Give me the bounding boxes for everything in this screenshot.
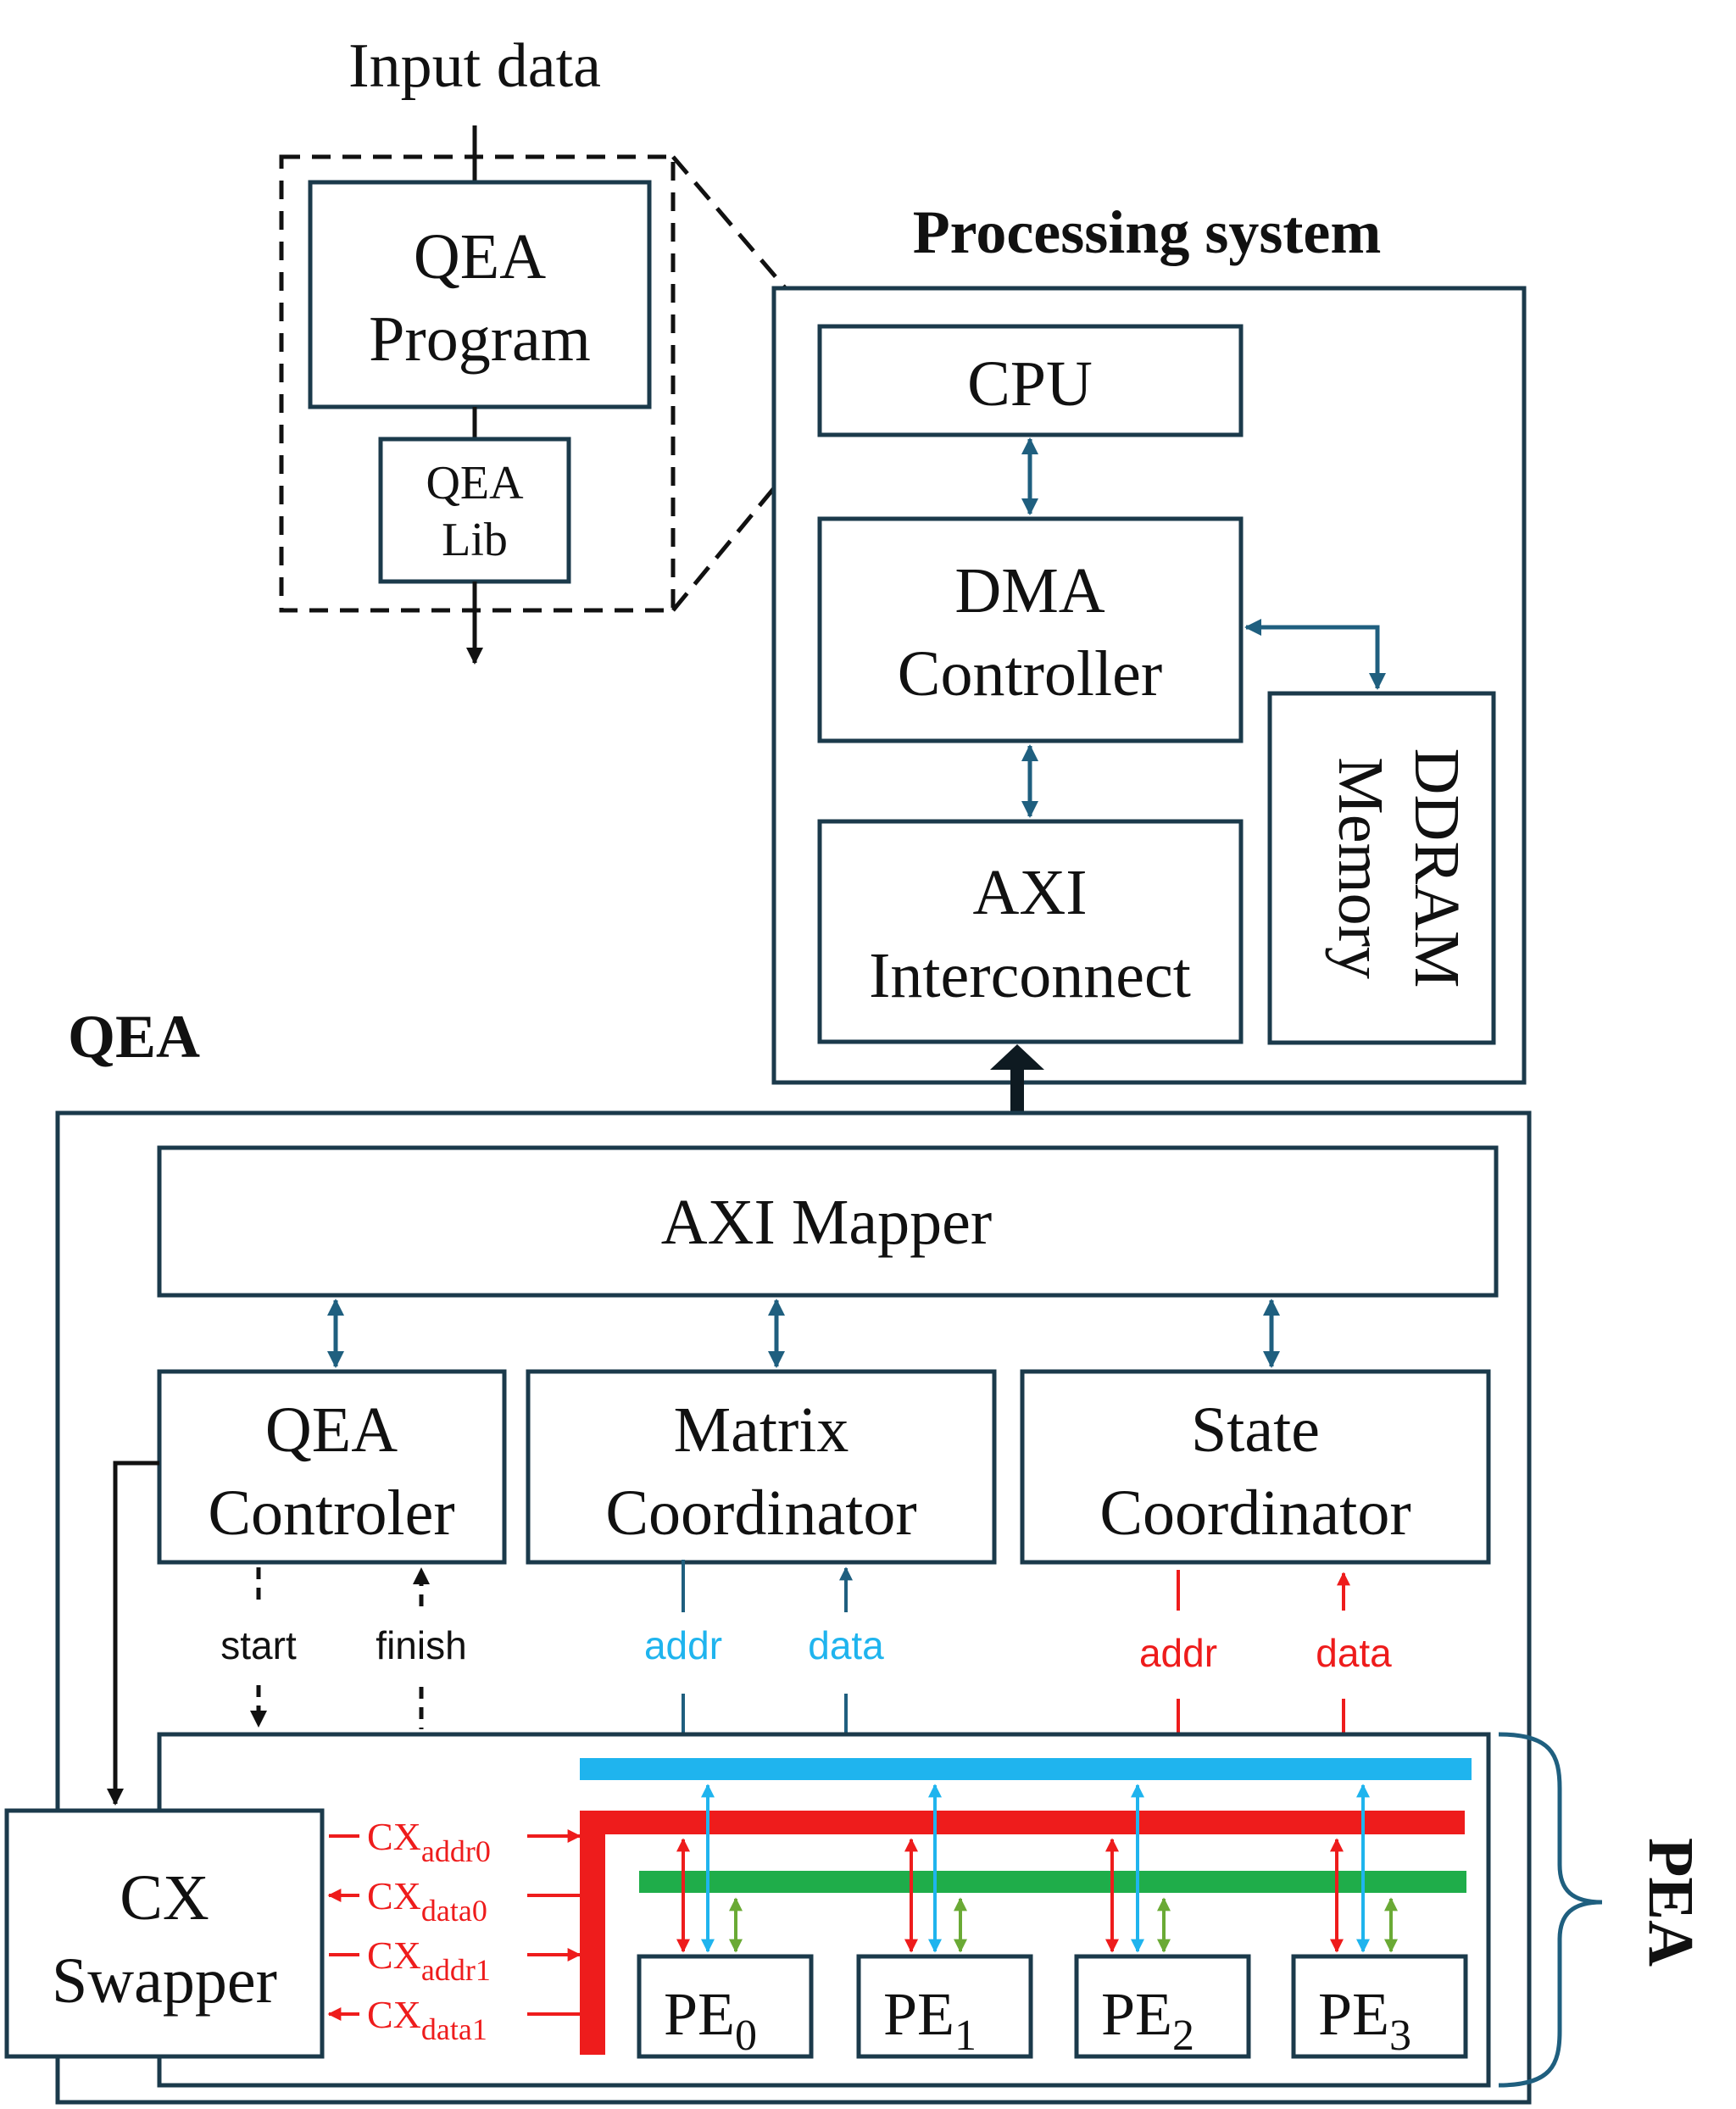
- pe0-bus-arrows: [676, 1783, 743, 1953]
- qea-program-label-line2: Program: [369, 303, 591, 375]
- start-label: start: [220, 1623, 297, 1667]
- processing-system-title: Processing system: [913, 198, 1382, 266]
- qea-controller-label-line2: Controler: [208, 1477, 454, 1549]
- cx-signal-bus: [580, 1811, 605, 2055]
- state-coordinator-label-line2: Coordinator: [1099, 1477, 1410, 1549]
- pe-neighbor-bus: [639, 1871, 1466, 1893]
- dma-controller-box: [817, 516, 1244, 743]
- axi-bus-arrow-up: [990, 1044, 1044, 1070]
- cx-swapper-label-line2: Swapper: [52, 1945, 277, 2017]
- ddram-memory-box: [1267, 691, 1496, 1045]
- matrix-coordinator-label-line1: Matrix: [674, 1394, 849, 1466]
- dma-ddram-link: [1244, 619, 1386, 690]
- finish-label: finish: [376, 1623, 466, 1667]
- pe3-bus-arrows: [1330, 1783, 1398, 1953]
- qea-lib-label-line2: Lib: [442, 514, 508, 566]
- pe3-label: PE3: [1318, 1980, 1411, 2060]
- axi-mapper-label: AXI Mapper: [661, 1187, 992, 1258]
- pe1-bus-arrows: [904, 1783, 967, 1953]
- state-coordinator-label-line1: State: [1191, 1394, 1320, 1466]
- qea-controller-box: [157, 1369, 507, 1565]
- pe2-bus-arrows: [1105, 1783, 1171, 1953]
- ddram-label-line1: DDRAM: [1401, 748, 1472, 988]
- dma-label-line2: Controller: [898, 638, 1162, 709]
- qea-lib-box: [378, 437, 571, 584]
- cpu-label: CPU: [967, 348, 1093, 420]
- matrix-addr-label: addr: [644, 1623, 722, 1667]
- controller-cx-link: [107, 1461, 159, 1806]
- qea-controller-label-line1: QEA: [265, 1394, 398, 1466]
- svg-text:CXaddr1: CXaddr1: [367, 1934, 491, 1987]
- cx-addr1-signal: CXaddr1: [329, 1934, 581, 1987]
- cx-swapper-box: [4, 1808, 325, 2059]
- cpu-box: [817, 324, 1244, 437]
- qea-lib-label-line1: QEA: [426, 457, 524, 509]
- svg-text:CXaddr0: CXaddr0: [367, 1815, 491, 1868]
- state-addr-label: addr: [1139, 1631, 1217, 1675]
- qea-program-label-line1: QEA: [414, 221, 546, 292]
- matrix-coordinator-label-line2: Coordinator: [605, 1477, 916, 1549]
- matrix-data-bus: [580, 1758, 1472, 1780]
- state-data-bus: [580, 1811, 1465, 1834]
- axi-interconnect-box: [817, 819, 1244, 1044]
- axi-interconnect-label-line2: Interconnect: [869, 940, 1191, 1011]
- axi-mapper-box: [157, 1145, 1499, 1298]
- qea-title: QEA: [68, 1003, 200, 1071]
- pe3-box: [1291, 1954, 1468, 2059]
- cx-addr0-signal: CXaddr0: [329, 1815, 581, 1868]
- cx-data0-signal: CXdata0: [327, 1874, 580, 1928]
- pe1-box: [856, 1954, 1033, 2059]
- state-coordinator-box: [1020, 1369, 1491, 1565]
- pe0-box: [637, 1954, 814, 2059]
- pe1-label: PE1: [883, 1980, 976, 2060]
- host-software-dashed-frame: [279, 154, 676, 613]
- pea-brace: [1498, 1732, 1603, 2088]
- pea-label: PEA: [1635, 1838, 1706, 1967]
- axi-interconnect-label-line1: AXI: [972, 857, 1087, 928]
- pe2-box: [1074, 1954, 1251, 2059]
- pea-frame: [157, 1732, 1491, 2088]
- pe0-label: PE0: [664, 1980, 757, 2060]
- matrix-coordinator-box: [526, 1369, 997, 1565]
- pe2-label: PE2: [1101, 1980, 1194, 2060]
- svg-text:CXdata0: CXdata0: [367, 1874, 487, 1928]
- cx-swapper-label-line1: CX: [120, 1862, 209, 1934]
- ddram-label-line2: Memory: [1325, 757, 1396, 979]
- dma-label-line1: DMA: [954, 555, 1104, 626]
- matrix-data-label: data: [808, 1623, 884, 1667]
- cx-data1-signal: CXdata1: [327, 1993, 580, 2046]
- state-data-label: data: [1316, 1631, 1392, 1675]
- svg-text:CXdata1: CXdata1: [367, 1993, 487, 2046]
- qea-program-box: [308, 180, 652, 409]
- input-data-label: Input data: [348, 31, 601, 101]
